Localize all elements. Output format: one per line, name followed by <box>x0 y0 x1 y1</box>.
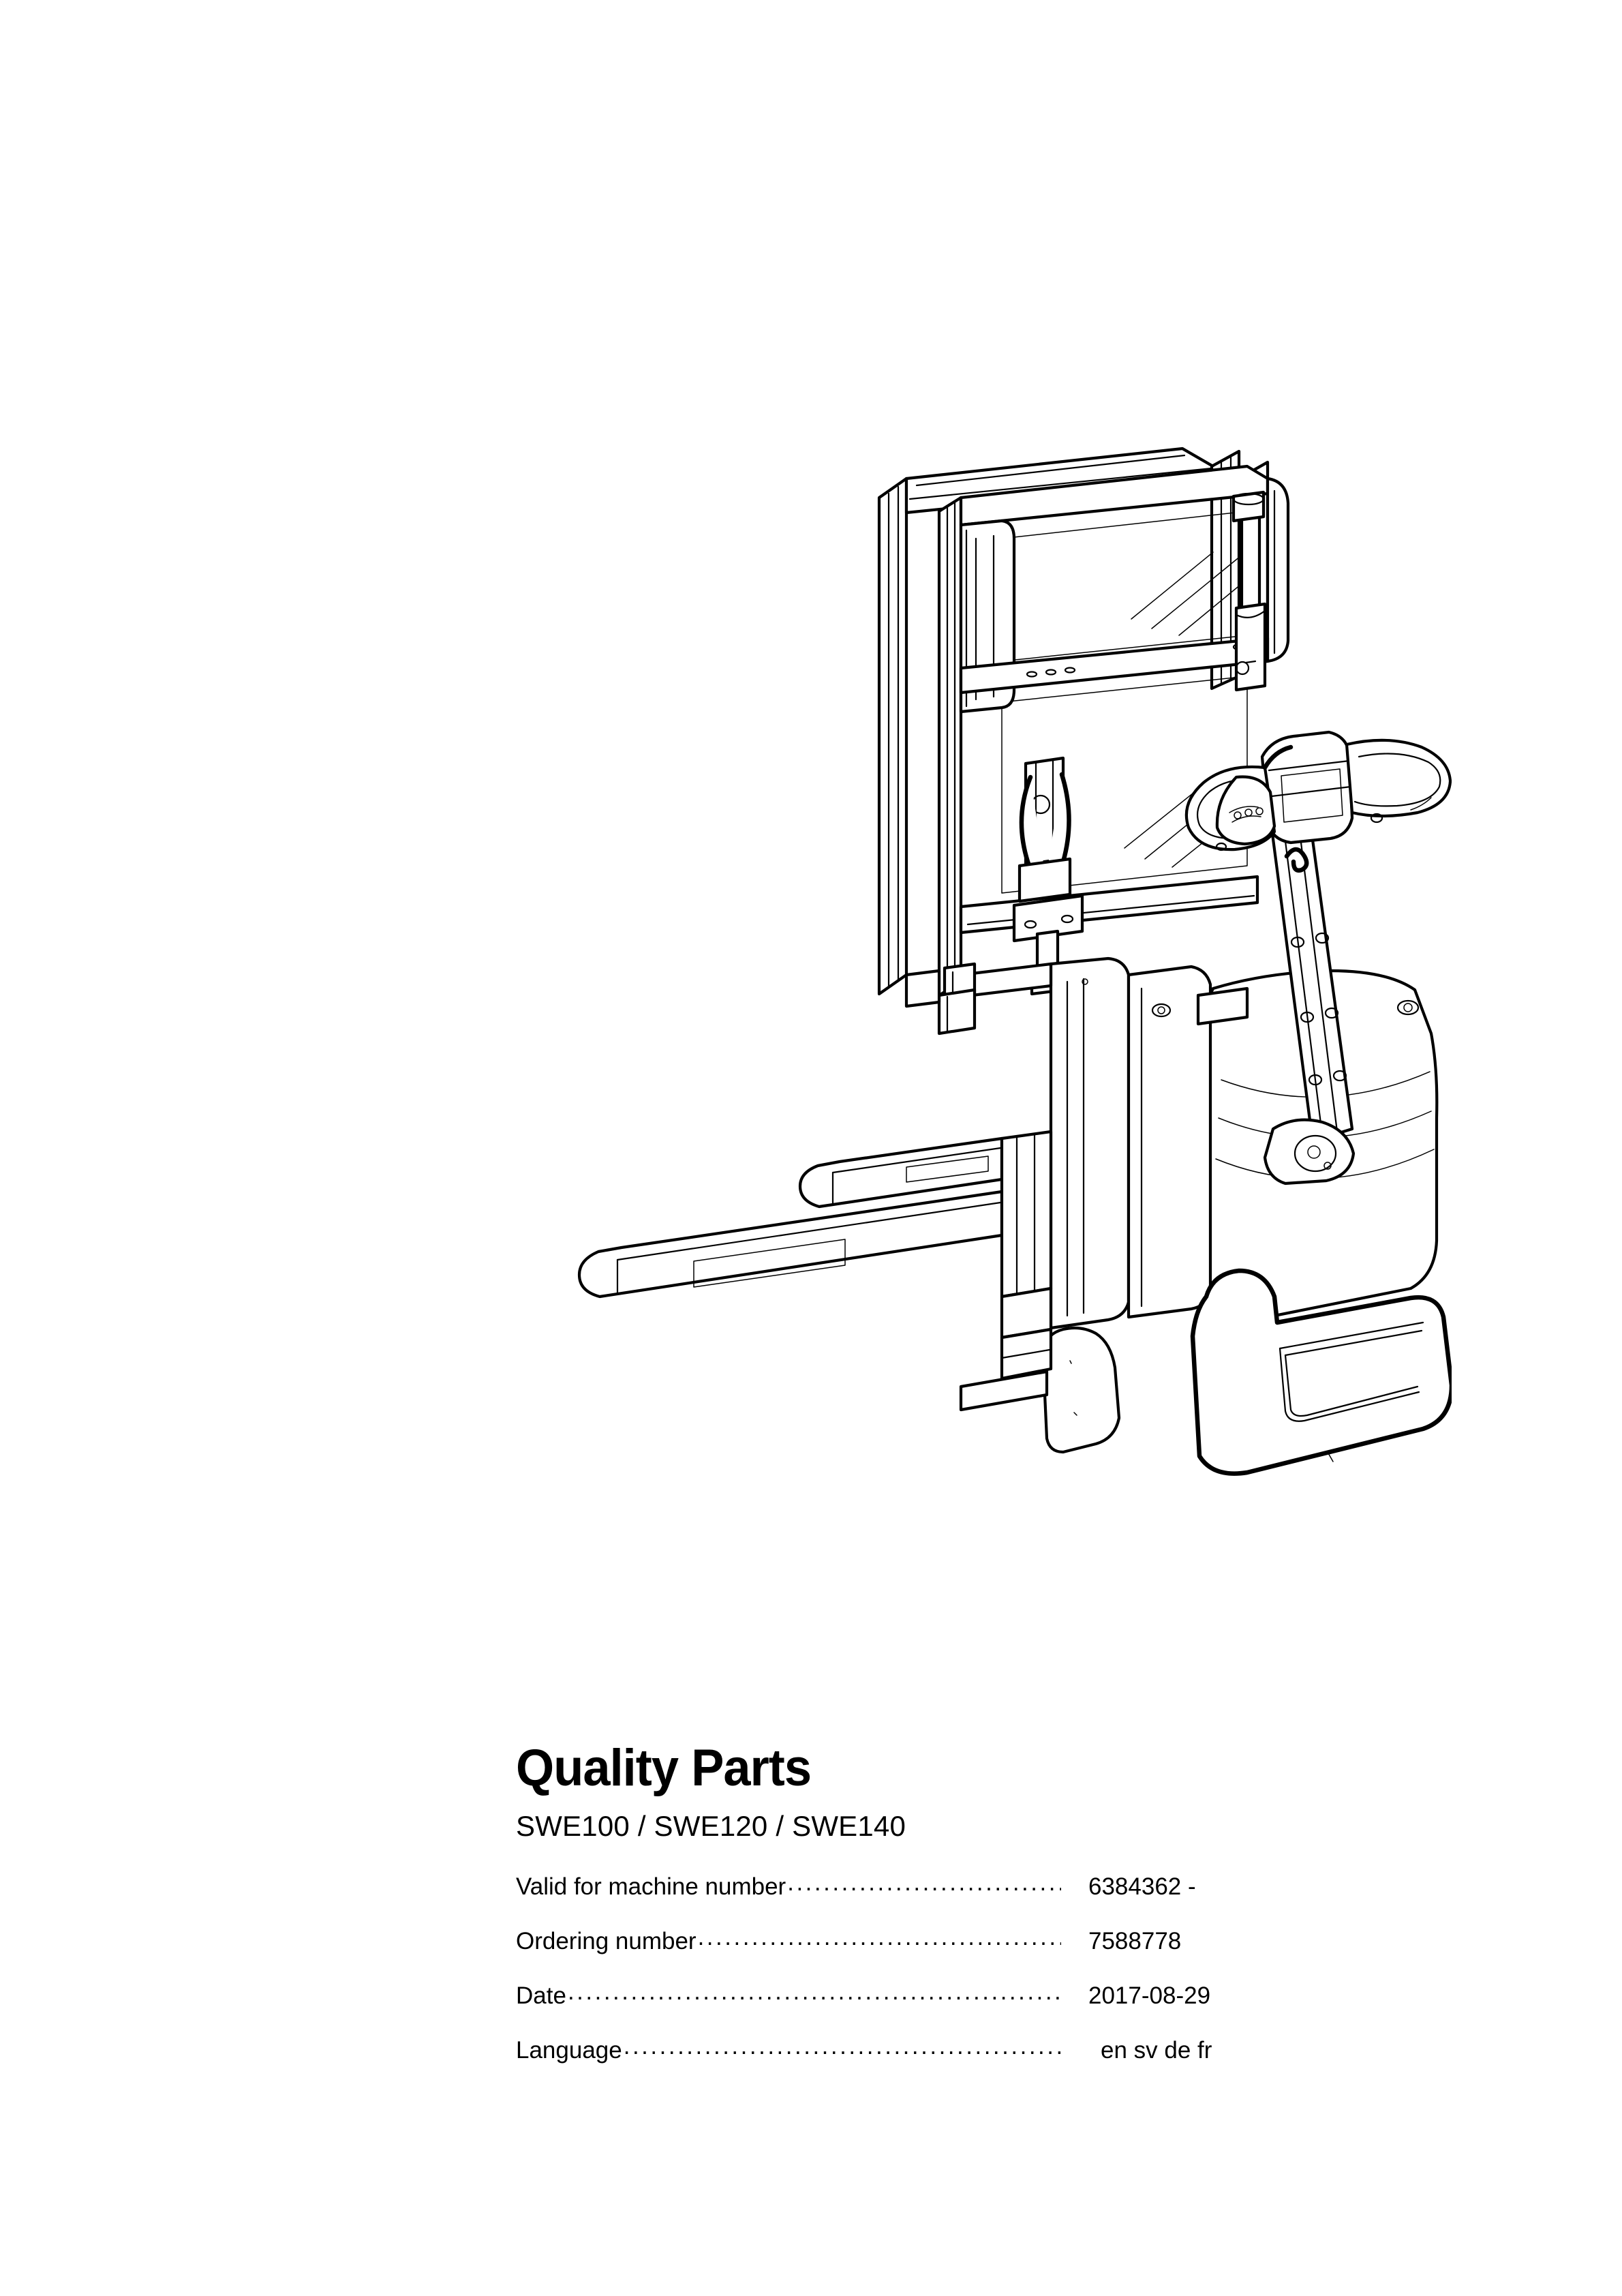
info-value: en sv de fr <box>1101 2037 1212 2064</box>
model-subtitle: SWE100 / SWE120 / SWE140 <box>516 1810 906 1842</box>
info-label: Valid for machine number <box>516 1873 786 1900</box>
mast-outer-rail-left <box>877 477 908 996</box>
info-label: Date <box>516 1982 566 2009</box>
pallet-stacker-line-art: .ln { fill:#ffffff; stroke:#000000; stro… <box>577 447 1452 1476</box>
dot-leader <box>698 1925 1061 1949</box>
pallet-stacker-illustration: .ln { fill:#ffffff; stroke:#000000; stro… <box>525 436 1452 1554</box>
page-title: Quality Parts <box>516 1739 812 1797</box>
chain-pulley-assembly <box>1012 756 1084 996</box>
fork-carriage <box>1000 1130 1053 1340</box>
dot-leader <box>624 2034 1061 2058</box>
info-value: 6384362 - <box>1088 1873 1196 1900</box>
info-label: Language <box>516 2037 622 2064</box>
info-row-date: Date 2017-08-29 <box>516 1980 1252 2008</box>
body-fasteners <box>1082 978 1420 1016</box>
mast-foot-bracket <box>904 969 977 1036</box>
lift-cylinder <box>1231 490 1267 692</box>
mast-right-side-shield <box>1266 477 1290 663</box>
tiller-control-head <box>1184 730 1452 851</box>
caster-housing <box>959 1326 1121 1454</box>
info-row-machine-number: Valid for machine number 6384362 - <box>516 1871 1252 1899</box>
title-block: Quality Parts SWE100 / SWE120 / SWE140 V… <box>516 1742 1266 2089</box>
mast-mid-crossbar <box>959 636 1270 695</box>
tiller-arm <box>1263 808 1356 1185</box>
mast-lower-crossbar <box>959 875 1259 935</box>
lower-chassis-skirt <box>1190 1268 1452 1476</box>
info-table: Valid for machine number 6384362 - Order… <box>516 1871 1252 2062</box>
info-label: Ordering number <box>516 1928 697 1954</box>
info-value: 2017-08-29 <box>1088 1982 1211 2009</box>
forks <box>577 1136 1004 1299</box>
dot-leader <box>568 1980 1061 2004</box>
dot-leader <box>787 1871 1061 1894</box>
info-value: 7588778 <box>1088 1928 1182 1954</box>
info-row-language: Language en sv de fr <box>516 2034 1252 2062</box>
info-row-ordering-number: Ordering number 7588778 <box>516 1925 1252 1953</box>
